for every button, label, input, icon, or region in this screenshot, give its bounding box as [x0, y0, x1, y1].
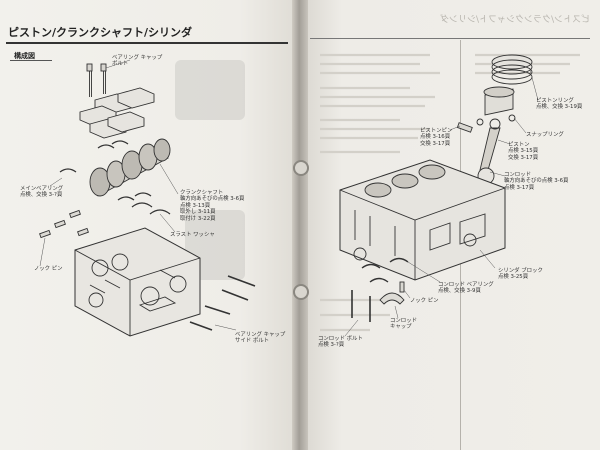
engine-exploded-diagram: [39, 59, 256, 337]
bearing-cap-bolt: [100, 63, 107, 94]
snap-ring: [476, 114, 516, 126]
right-page: ピストン/クランクシャフト/シリンダ: [300, 0, 600, 450]
label-conrod-cap: コンロッド キャップ: [390, 318, 417, 331]
title-rule: [6, 42, 288, 44]
header-rule: [310, 38, 590, 39]
label-piston-ring: ピストンリング 点検、交換 3-19頁: [536, 98, 583, 111]
cylinder-block: [339, 159, 506, 281]
left-page: ピストン/クランクシャフト/シリンダ 構成図: [0, 0, 300, 450]
subhead-underline: [10, 48, 52, 61]
label-conrod-bolt: コンロッド ボルト 点検 3-?頁: [318, 336, 363, 349]
label-snap-ring: スナップリング: [526, 132, 564, 138]
piston-pin: [456, 122, 473, 133]
page-title: ピストン/クランクシャフト/シリンダ: [8, 26, 193, 39]
label-cylinder-block: シリンダ ブロック 点検 3-25頁: [498, 268, 543, 281]
piston-ring: [491, 54, 533, 85]
conrod-bearing: [361, 257, 409, 283]
label-main-bearing: メインベアリング 点検、交換 3-?頁: [20, 186, 64, 199]
piston: [483, 86, 515, 116]
thrust-washer: [131, 202, 171, 215]
cylinder-block-exploded-diagram: [339, 54, 539, 337]
ghost-diagram: [175, 60, 245, 120]
section-subheading: 構成図: [14, 52, 35, 60]
bearing-cap-bolt: [86, 63, 93, 97]
label-bearing-cap-bolt: ベアリング キャップ ボルト: [112, 55, 163, 68]
label-knock-pin: ノック ピン: [410, 298, 439, 304]
label-crankshaft: クランクシャフト 軸方向あそびの点検 3-6頁 点検 3-13頁 取外し 3-1…: [180, 190, 245, 222]
main-bearing: [59, 140, 152, 201]
label-bearing-cap-side-bolt: ベアリング キャップ サイド ボルト: [235, 332, 286, 345]
bearing-cap-side-bolt: [189, 275, 256, 331]
binder-ring: [293, 284, 309, 300]
knock-pin: [399, 281, 405, 293]
label-knock-pin: ノック ピン: [34, 266, 63, 272]
label-piston-pin: ピストンピン 点検 3-16頁 交換 3-17頁: [420, 128, 453, 147]
binder-ring: [293, 160, 309, 176]
book-spine: [292, 0, 308, 450]
knock-pin: [39, 209, 89, 239]
bearing-cap: [79, 87, 155, 139]
conrod-bolt: [351, 290, 371, 322]
conrod-cap: [379, 292, 405, 305]
label-thrust-washer: スラスト ワッシャ: [170, 232, 215, 238]
label-piston: ピストン 点検 3-15頁 交換 3-17頁: [508, 142, 539, 161]
crankshaft: [89, 138, 171, 197]
label-conrod: コンロッド 軸方向あそびの点検 3-6頁 点検 3-17頁: [504, 172, 569, 191]
engine-block-lower: [74, 227, 201, 337]
label-conrod-bearing: コンロッド ベアリング 点検、交換 3-9頁: [438, 282, 494, 295]
connecting-rod: [477, 118, 501, 185]
